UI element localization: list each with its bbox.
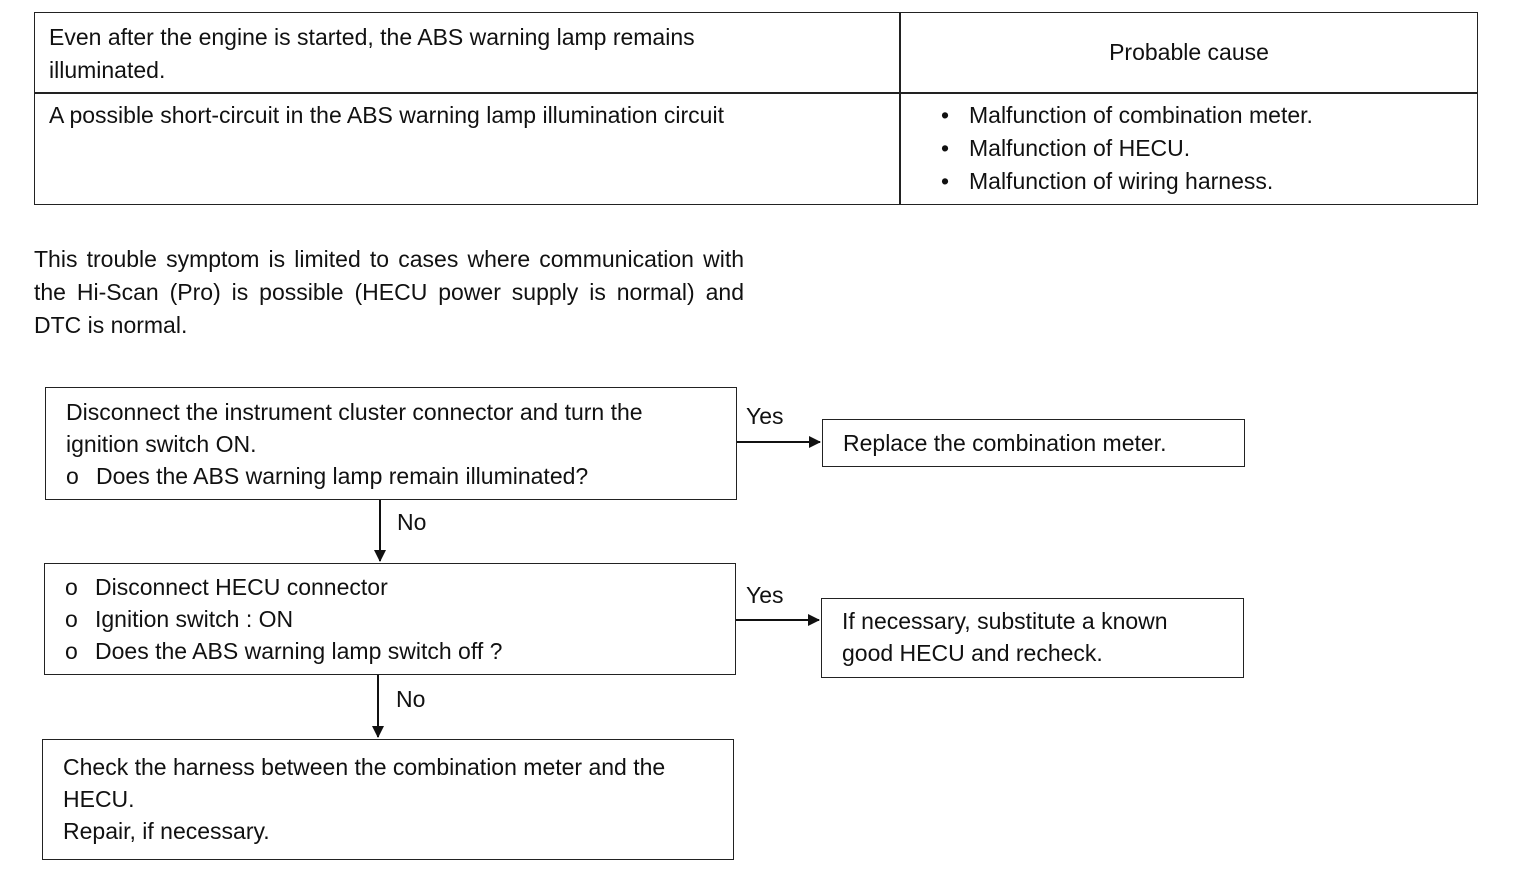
result1-box: Replace the combination meter.	[822, 419, 1245, 467]
probable-causes-cell: Malfunction of combination meter. Malfun…	[935, 99, 1475, 198]
step2-item-text: Ignition switch : ON	[95, 606, 294, 632]
bullet-marker: o	[65, 574, 78, 600]
step1-question-line: o Does the ABS warning lamp remain illumi…	[66, 460, 716, 492]
yes-label-2: Yes	[746, 582, 784, 608]
step3-repair: Repair, if necessary.	[63, 818, 270, 844]
step3-box: Check the harness between the combinatio…	[42, 739, 734, 860]
step3-instruction: Check the harness between the combinatio…	[63, 754, 666, 812]
yes-label-1: Yes	[746, 403, 784, 429]
step2-item-text: Disconnect HECU connector	[95, 574, 388, 600]
step2-item: o Disconnect HECU connector	[65, 571, 715, 603]
table-row-divider	[35, 92, 1477, 94]
step2-item: o Does the ABS warning lamp switch off ?	[65, 635, 715, 667]
cause-item: Malfunction of HECU.	[935, 132, 1475, 165]
step1-question: Does the ABS warning lamp remain illumin…	[96, 463, 589, 489]
step2-item-text: Does the ABS warning lamp switch off ?	[95, 638, 503, 664]
symptom-detail-cell: A possible short-circuit in the ABS warn…	[49, 102, 724, 128]
bullet-marker: o	[66, 463, 79, 489]
no-label-2: No	[396, 686, 426, 712]
no-label-1: No	[397, 509, 427, 535]
bullet-marker: o	[65, 638, 78, 664]
bullet-marker: o	[65, 606, 78, 632]
cause-item: Malfunction of wiring harness.	[935, 165, 1475, 198]
symptom-cell: Even after the engine is started, the AB…	[49, 24, 695, 83]
symptom-table: Even after the engine is started, the AB…	[34, 12, 1478, 205]
cause-item: Malfunction of combination meter.	[935, 99, 1475, 132]
cause-list: Malfunction of combination meter. Malfun…	[935, 99, 1475, 198]
step2-item: o Ignition switch : ON	[65, 603, 715, 635]
table-column-divider	[899, 13, 901, 204]
probable-cause-header: Probable cause	[1109, 39, 1269, 65]
result2-box: If necessary, substitute a known good HE…	[821, 598, 1244, 678]
step1-instruction: Disconnect the instrument cluster connec…	[66, 399, 643, 457]
symptom-note: This trouble symptom is limited to cases…	[34, 246, 744, 338]
step1-box: Disconnect the instrument cluster connec…	[45, 387, 737, 500]
